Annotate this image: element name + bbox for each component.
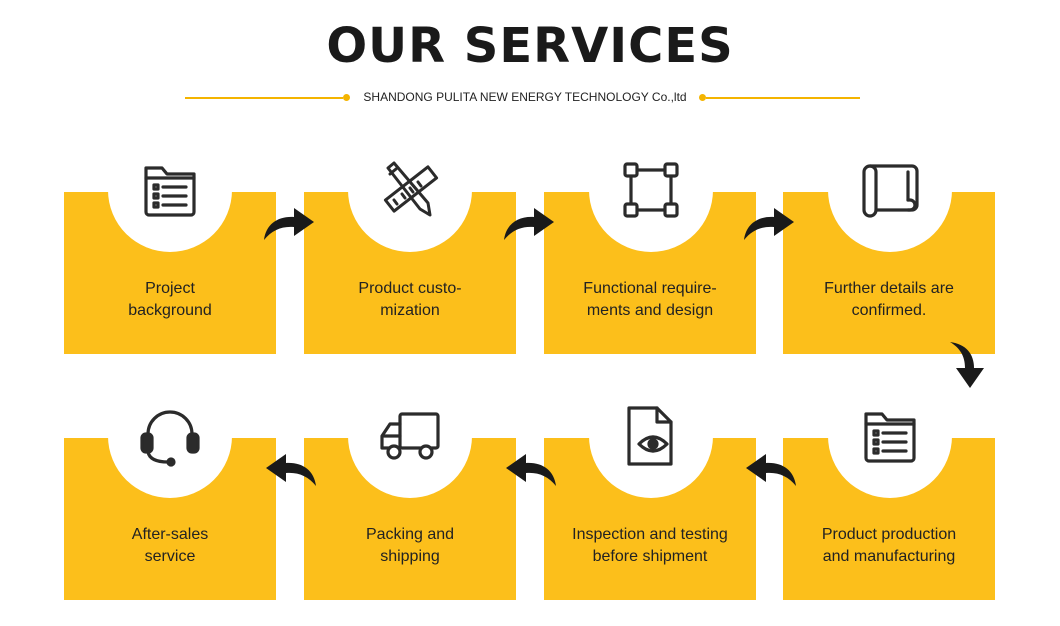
- scroll-icon: [862, 164, 919, 218]
- step-label: Product production and manufacturing: [821, 526, 957, 565]
- step-icon-circle: [108, 128, 232, 252]
- arrow-right-icon: [260, 200, 318, 244]
- arrow-right-icon: [740, 200, 798, 244]
- step-icon-circle: [828, 128, 952, 252]
- subtitle-row: SHANDONG PULITA NEW ENERGY TECHNOLOGY Co…: [185, 88, 860, 108]
- page-title: OUR SERVICES: [326, 18, 734, 74]
- headset-icon: [140, 410, 200, 467]
- vector-square-icon: [623, 162, 679, 218]
- arrow-right-icon: [500, 200, 558, 244]
- company-subtitle: SHANDONG PULITA NEW ENERGY TECHNOLOGY Co…: [363, 90, 687, 104]
- step-icon-circle: [348, 374, 472, 498]
- step-icon-circle: [589, 374, 713, 498]
- divider-left: [185, 97, 343, 99]
- step-label: Product custo- mization: [358, 280, 462, 319]
- step-label: Further details are confirmed.: [824, 280, 954, 319]
- step-label: Packing and shipping: [365, 526, 455, 565]
- step-icon-circle: [348, 128, 472, 252]
- folder-list-icon: [864, 412, 916, 463]
- step-label: Inspection and testing before shipment: [572, 526, 728, 565]
- document-eye-icon: [627, 406, 673, 466]
- folder-list-icon: [144, 166, 196, 217]
- step-label: Functional require- ments and design: [583, 280, 717, 319]
- divider-dot-left: [343, 94, 350, 101]
- arrow-left-icon: [742, 446, 800, 490]
- truck-icon: [380, 412, 440, 460]
- step-label: Project background: [128, 280, 212, 319]
- pencil-ruler-icon: [383, 161, 439, 217]
- step-icon-circle: [108, 374, 232, 498]
- divider-right: [706, 97, 860, 99]
- step-card-product-customization: Product custo- mization: [304, 192, 516, 354]
- arrow-down-icon: [944, 338, 994, 392]
- step-icon-circle: [589, 128, 713, 252]
- step-icon-circle: [828, 374, 952, 498]
- arrow-left-icon: [262, 446, 320, 490]
- divider-dot-right: [699, 94, 706, 101]
- arrow-left-icon: [502, 446, 560, 490]
- step-label: After-sales service: [131, 526, 209, 565]
